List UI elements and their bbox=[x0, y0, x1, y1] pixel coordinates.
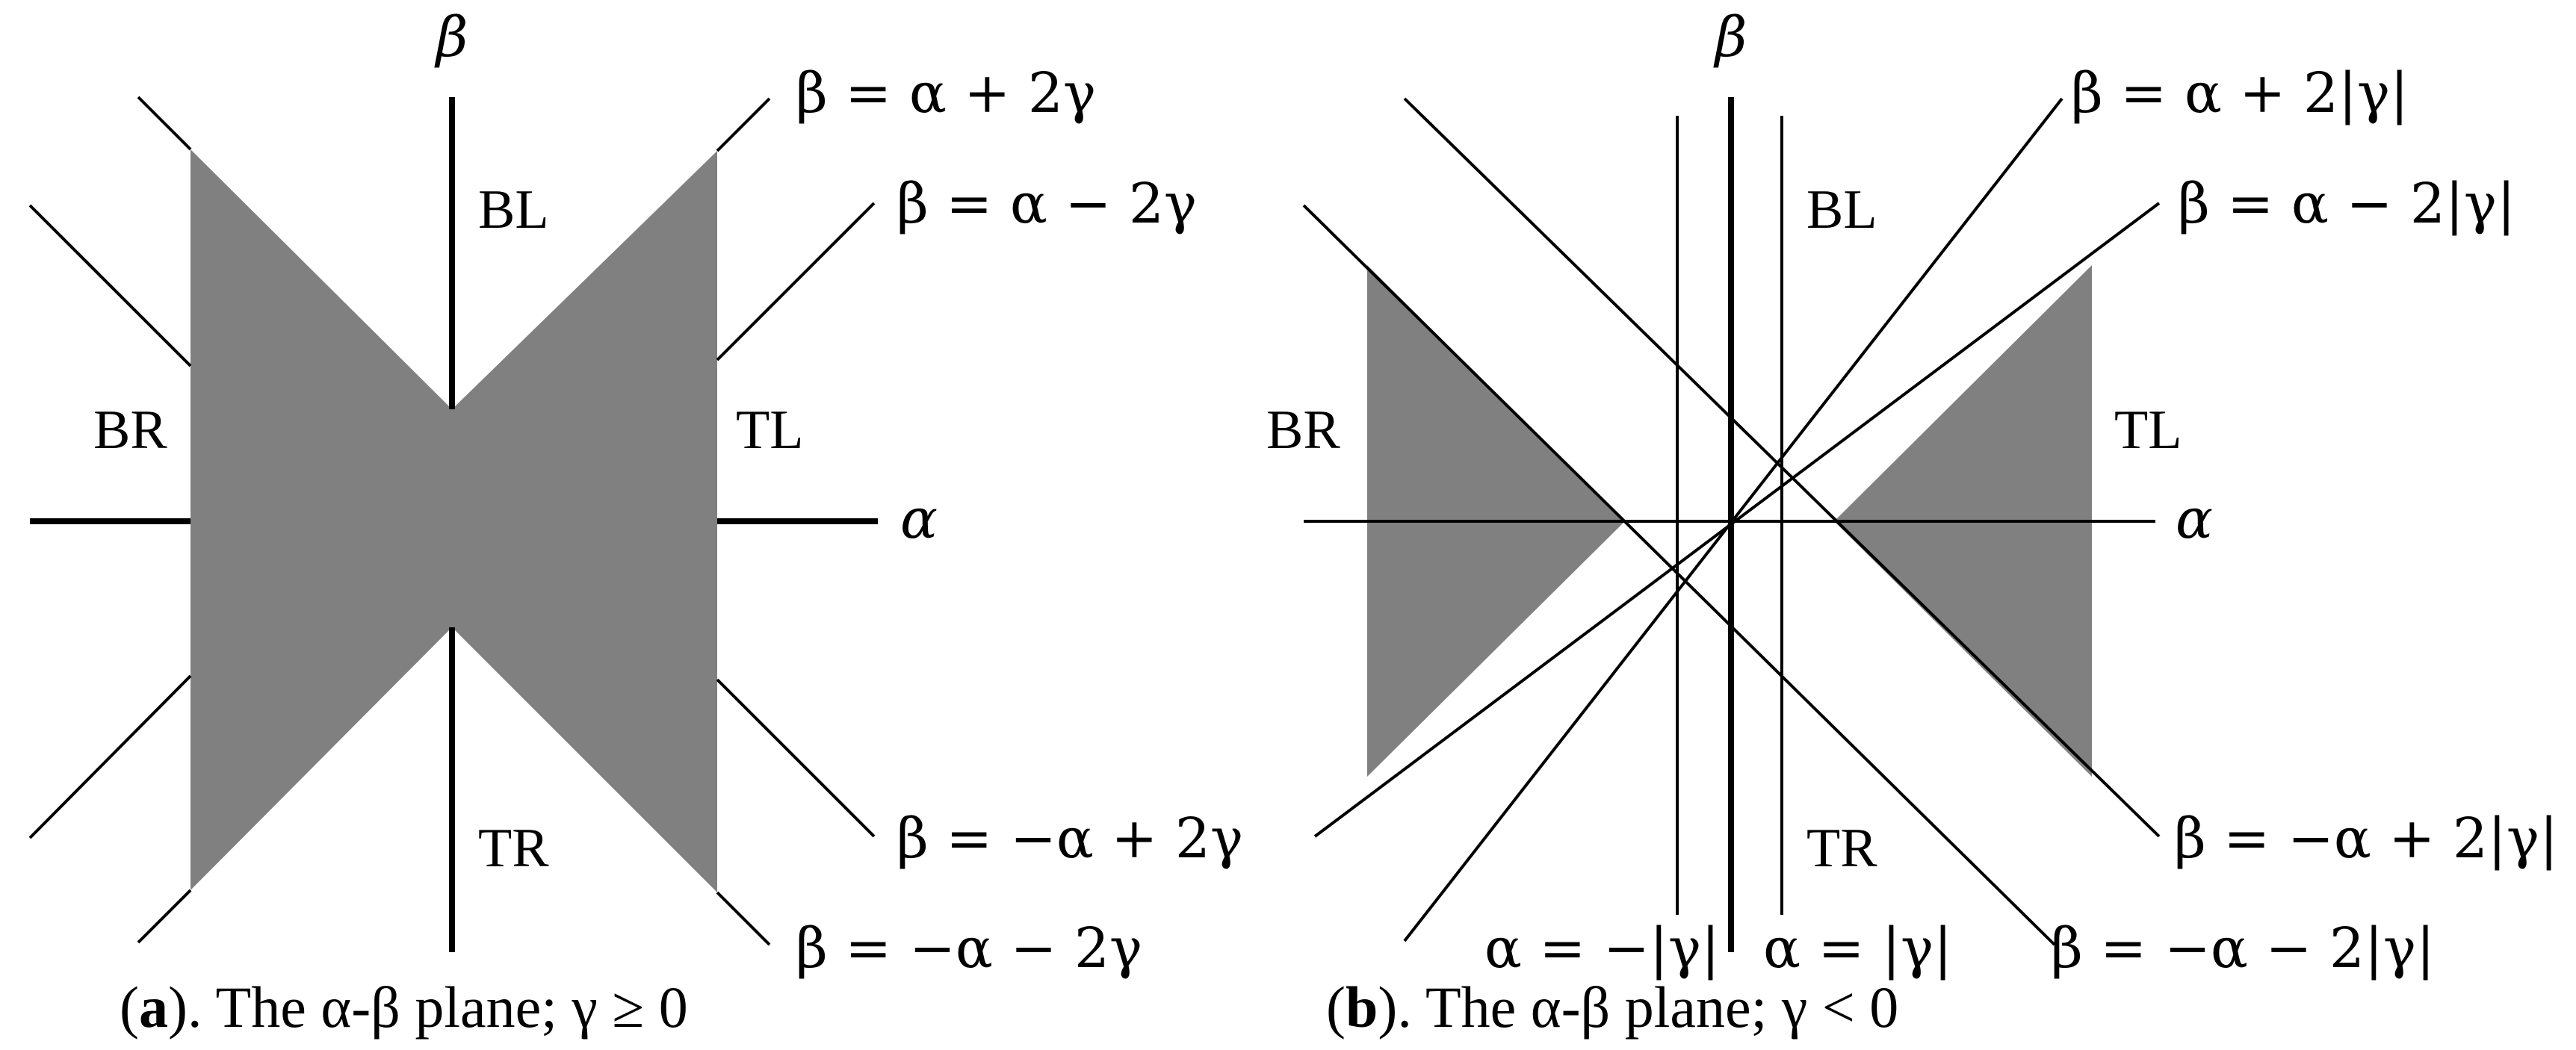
panel-a-region-label-tr: TR bbox=[478, 818, 549, 879]
panel-a-line-label-2: β = α − 2γ bbox=[897, 172, 1197, 236]
panel-b-line-label-1: β = α + 2|γ| bbox=[2071, 61, 2409, 125]
panel-a-line-beta-alpha-minus-2gamma-lower bbox=[137, 889, 192, 944]
panel-b-region-label-tl: TL bbox=[2114, 400, 2182, 461]
panel-b-caption-letter: b bbox=[1346, 975, 1378, 1040]
panel-b: β α BL BR TL TR β = α + 2|γ| β = α − 2|γ… bbox=[1266, 5, 2558, 1040]
panel-b-line-label-v1: α = −|γ| bbox=[1484, 916, 1720, 981]
panel-a-line-beta-neg-alpha-plus-2gamma-lower bbox=[716, 678, 876, 838]
panel-b-line-label-2: β = α − 2|γ| bbox=[2178, 172, 2515, 236]
panel-a-line-beta-alpha-plus-2gamma-upper bbox=[716, 97, 771, 152]
panel-b-beta-axis-label: β bbox=[1713, 5, 1747, 69]
panel-b-caption-text: . The α-β plane; γ < 0 bbox=[1397, 975, 1898, 1040]
panel-b-alpha-axis-label: α bbox=[2176, 487, 2213, 551]
panel-a-beta-axis-label: β bbox=[434, 5, 468, 69]
panel-a-caption-letter: a bbox=[139, 975, 168, 1040]
panel-a-line-label-1: β = α + 2γ bbox=[796, 61, 1096, 125]
panel-b-line-label-4: β = −α − 2|γ| bbox=[2051, 916, 2435, 981]
panel-a-line-beta-neg-alpha-plus-2gamma-upper bbox=[137, 96, 192, 151]
panel-a-caption-text: . The α-β plane; γ ≥ 0 bbox=[188, 975, 688, 1040]
panel-b-caption: (b). The α-β plane; γ < 0 bbox=[1326, 975, 1898, 1040]
panel-a-line-beta-alpha-minus-2gamma-upper bbox=[716, 202, 876, 361]
panel-b-line-beta-neg-alpha-minus-2abs-gamma bbox=[1302, 204, 2056, 946]
panel-b-region-label-bl: BL bbox=[1806, 179, 1877, 240]
panel-a-line-beta-neg-alpha-minus-2gamma-upper bbox=[28, 204, 192, 367]
panel-a-line-label-3: β = −α + 2γ bbox=[897, 807, 1243, 871]
panel-a-region-label-bl: BL bbox=[478, 179, 549, 240]
panel-a-caption: (a). The α-β plane; γ ≥ 0 bbox=[120, 975, 688, 1040]
panel-a-region-label-br: BR bbox=[93, 400, 167, 461]
panel-a-line-label-4: β = −α − 2γ bbox=[796, 916, 1142, 981]
panel-b-region-label-br: BR bbox=[1266, 400, 1340, 461]
panel-a-line-beta-neg-alpha-minus-2gamma-lower bbox=[716, 891, 771, 946]
panel-b-line-label-v2: α = |γ| bbox=[1763, 916, 1952, 981]
panel-a-alpha-axis-label: α bbox=[900, 487, 938, 551]
panel-b-line-label-3: β = −α + 2|γ| bbox=[2174, 807, 2558, 871]
panel-a: β α BL BR TL TR β = α + 2γ β = α − 2γ β … bbox=[28, 5, 1243, 1040]
panel-a-region-label-tl: TL bbox=[736, 400, 803, 461]
panel-b-region-label-tr: TR bbox=[1806, 818, 1877, 879]
panel-a-shaded-region bbox=[191, 149, 717, 892]
panel-a-line-beta-alpha-plus-2gamma-lower bbox=[28, 674, 192, 839]
